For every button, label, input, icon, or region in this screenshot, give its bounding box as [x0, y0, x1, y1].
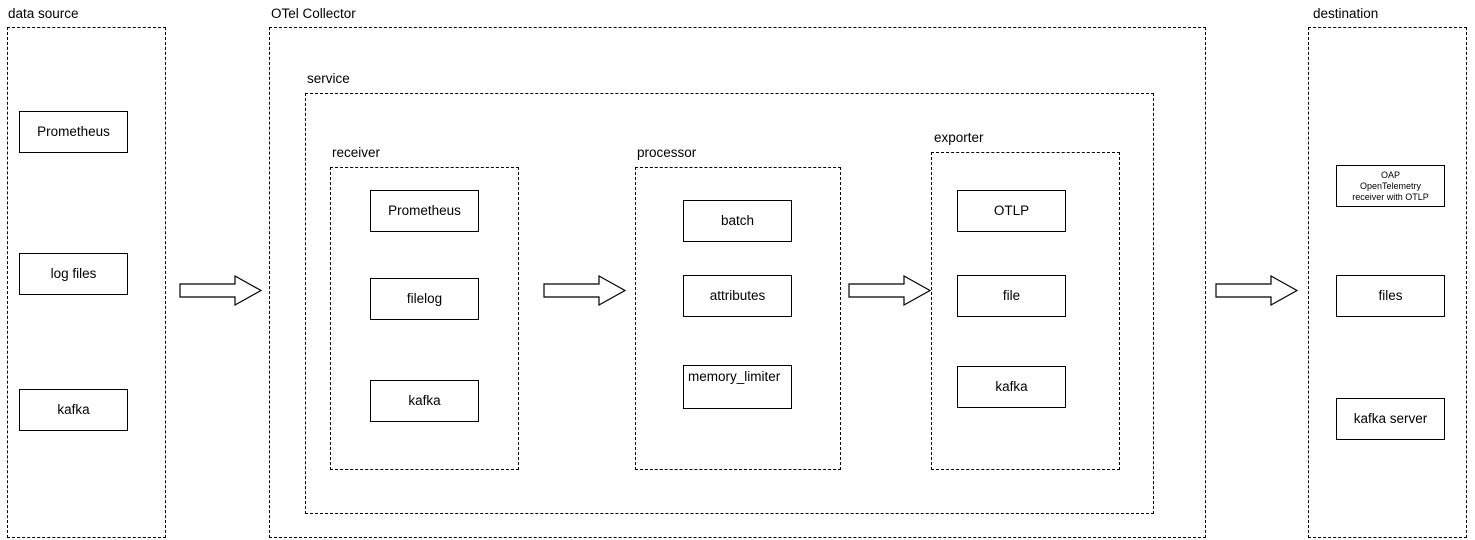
node-processor-memory-limiter[interactable]: memory_limiter	[683, 365, 792, 409]
node-exporter-otlp[interactable]: OTLP	[957, 190, 1066, 232]
node-data-source-prometheus[interactable]: Prometheus	[19, 111, 128, 153]
arrow-collector-to-destination	[1215, 274, 1299, 307]
node-receiver-kafka[interactable]: kafka	[370, 380, 479, 422]
group-label-otel-collector: OTel Collector	[271, 6, 356, 21]
group-label-processor: processor	[637, 145, 697, 160]
group-label-exporter: exporter	[934, 130, 984, 145]
group-label-destination: destination	[1313, 6, 1379, 21]
group-label-receiver: receiver	[332, 145, 381, 160]
group-label-service: service	[307, 71, 350, 86]
group-container-exporter	[931, 152, 1120, 470]
group-container-destination	[1308, 27, 1467, 538]
node-destination-kafka-server[interactable]: kafka server	[1336, 398, 1445, 440]
node-destination-files[interactable]: files	[1336, 275, 1445, 317]
group-container-service	[305, 93, 1154, 514]
node-exporter-kafka[interactable]: kafka	[957, 366, 1066, 408]
node-processor-batch[interactable]: batch	[683, 200, 792, 242]
arrow-datasource-to-collector	[179, 274, 263, 307]
node-exporter-file[interactable]: file	[957, 275, 1066, 317]
group-label-data-source: data source	[8, 6, 79, 21]
group-container-receiver	[330, 167, 519, 470]
node-receiver-filelog[interactable]: filelog	[370, 278, 479, 320]
node-receiver-prometheus[interactable]: Prometheus	[370, 190, 479, 232]
node-data-source-kafka[interactable]: kafka	[19, 389, 128, 431]
arrow-processor-to-exporter	[848, 274, 932, 307]
group-container-processor	[635, 167, 841, 470]
node-data-source-log-files[interactable]: log files	[19, 253, 128, 295]
node-processor-attributes[interactable]: attributes	[683, 275, 792, 317]
group-container-otel-collector	[269, 27, 1206, 538]
group-container-data-source	[7, 27, 166, 538]
arrow-receiver-to-processor	[543, 274, 627, 307]
